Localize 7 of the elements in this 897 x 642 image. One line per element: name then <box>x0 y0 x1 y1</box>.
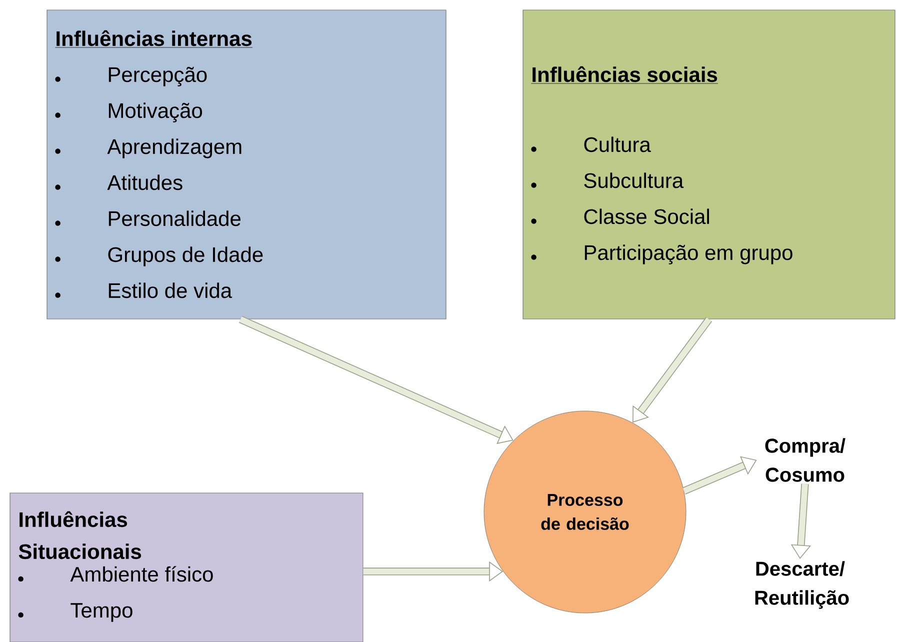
info-box: Influências sociais Cultura Subcultura Classe Social Participação em grupo <box>522 10 896 320</box>
arrow <box>682 456 757 494</box>
arrow <box>238 316 514 444</box>
stage-label: Compra/ Cosumo <box>765 438 846 482</box>
info-box: Influências Situacionais Ambiente físico Tempo <box>10 492 364 642</box>
info-box: Influências internas Percepção Motivação Aprendizagem Atitudes Personalidade Grupos de Idade Estilo de vida <box>46 10 446 320</box>
stage-label: Descarte/ Reutilição <box>755 561 849 609</box>
